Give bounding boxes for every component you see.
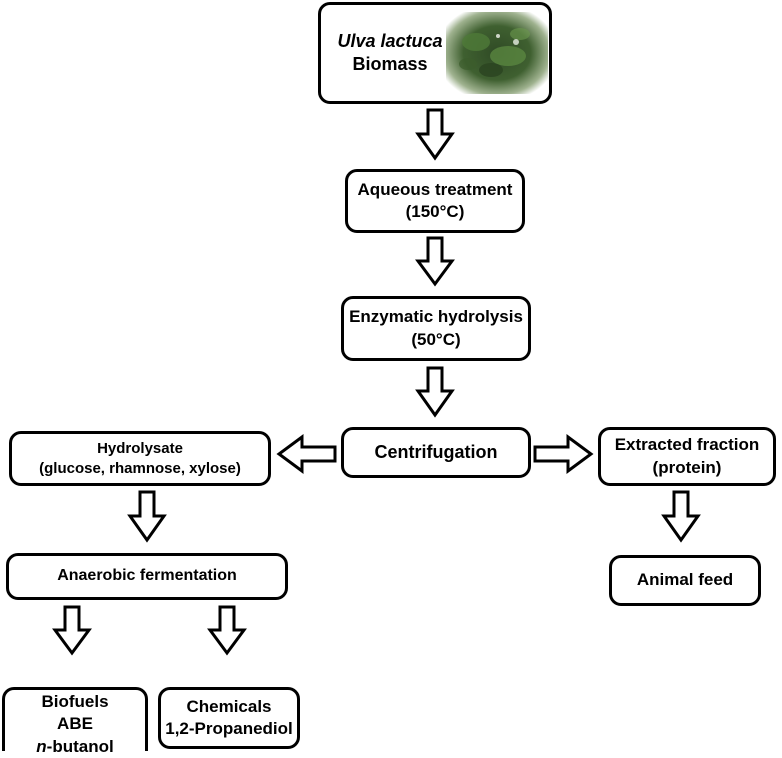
- aqueous-line1: Aqueous treatment: [357, 179, 513, 199]
- animal-feed-label: Animal feed: [636, 570, 734, 590]
- node-animal-feed: Animal feed: [609, 555, 761, 606]
- biofuels-line3-italic: n: [36, 736, 47, 756]
- chemicals-line1: Chemicals: [186, 696, 272, 716]
- node-anaerobic-fermentation: Anaerobic fermentation: [6, 553, 288, 600]
- biofuels-line1: Biofuels: [41, 692, 109, 712]
- enzymatic-line1: Enzymatic hydrolysis: [349, 307, 523, 327]
- arrow-down-hydrolysate-anaerobic: [127, 490, 167, 543]
- node-aqueous-treatment: Aqueous treatment (150°C): [345, 169, 525, 233]
- arrow-down-aqueous-enzymatic: [415, 236, 455, 287]
- arrow-down-anaerobic-chemicals: [207, 605, 247, 656]
- node-centrifugation: Centrifugation: [341, 427, 531, 478]
- anaerobic-label: Anaerobic fermentation: [57, 567, 237, 585]
- arrow-down-enzymatic-centrifugation: [415, 366, 455, 418]
- hydrolysate-line2: (glucose, rhamnose, xylose): [39, 459, 241, 477]
- hydrolysate-line1: Hydrolysate: [97, 440, 183, 457]
- node-extracted-fraction: Extracted fraction (protein): [598, 427, 776, 486]
- extracted-line1: Extracted fraction: [614, 435, 760, 455]
- node-hydrolysate: Hydrolysate (glucose, rhamnose, xylose): [9, 431, 271, 486]
- node-chemicals: Chemicals 1,2-Propanediol: [158, 687, 300, 749]
- aqueous-line2: (150°C): [405, 202, 465, 221]
- biofuels-line2: ABE: [57, 714, 93, 734]
- arrow-down-anaerobic-biofuels: [52, 605, 92, 656]
- biofuels-line3-rest: -butanol: [46, 736, 114, 756]
- arrow-down-biomass-aqueous: [415, 108, 455, 161]
- enzymatic-line2: (50°C): [411, 329, 461, 349]
- extracted-line2: (protein): [652, 457, 722, 477]
- arrow-left-centrifugation-hydrolysate: [276, 434, 337, 474]
- biomass-label: Biomass: [352, 54, 428, 74]
- arrow-down-extracted-feed: [661, 490, 701, 543]
- biofuels-line3: n-butanol: [36, 736, 113, 758]
- biomass-species-label: Ulva lactuca: [337, 30, 443, 51]
- centrifugation-label: Centrifugation: [374, 441, 498, 462]
- node-enzymatic-hydrolysis: Enzymatic hydrolysis (50°C): [341, 296, 531, 361]
- chemicals-line2: 1,2-Propanediol: [165, 719, 293, 738]
- arrow-right-centrifugation-extracted: [533, 434, 594, 474]
- seaweed-photo: [446, 12, 548, 94]
- node-biofuels: Biofuels ABE n-butanol: [2, 687, 148, 756]
